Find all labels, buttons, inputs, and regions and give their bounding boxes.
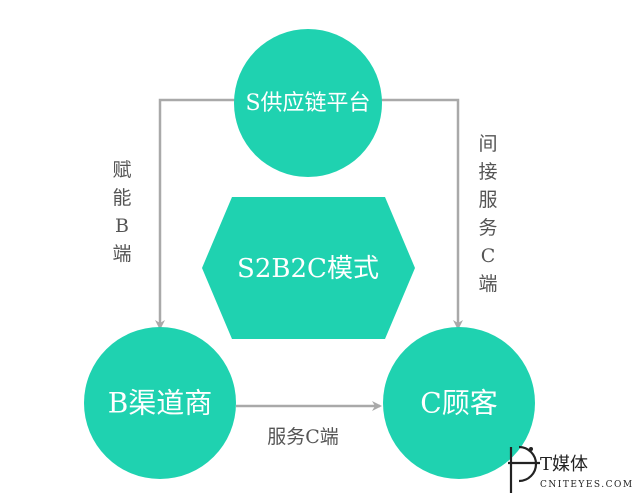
edge-label-s-to-b-char: 能 — [112, 187, 131, 209]
edge-label-s-to-b: 赋 能 B 端 — [112, 159, 131, 265]
node-model-label: S2B2C模式 — [237, 254, 379, 284]
edge-label-b-to-c: 服务C端 — [267, 426, 339, 448]
node-c-customer-label: C顾客 — [420, 387, 497, 420]
edge-label-s-to-b-char: 端 — [112, 243, 131, 265]
edge-label-s-to-c-char: 接 — [478, 161, 497, 183]
edge-label-s-to-c-char: 端 — [478, 273, 497, 295]
edge-label-s-to-c: 间 接 服 务 C 端 — [478, 133, 497, 295]
node-b-channel — [84, 327, 236, 479]
node-s-platform — [234, 29, 382, 177]
node-c-customer — [383, 327, 535, 479]
logo-main-text: T媒体 — [540, 454, 588, 475]
edge-label-s-to-c-char: 服 — [478, 189, 497, 211]
logo-mark-icon — [508, 445, 540, 493]
edge-label-s-to-c-char: 务 — [478, 217, 497, 239]
edge-label-s-to-c-char: C — [481, 245, 496, 267]
node-s-platform-label: S供应链平台 — [245, 91, 370, 116]
edge-label-s-to-b-char: 赋 — [112, 159, 131, 181]
node-model-hexagon — [202, 197, 415, 339]
connector-s-to-b — [155, 98, 236, 330]
edge-label-s-to-b-char: B — [115, 215, 129, 237]
tmt-logo: T媒体 CNITEYES.COM — [508, 445, 633, 493]
edge-label-s-to-c-char: 间 — [478, 133, 497, 155]
logo-sub-text: CNITEYES.COM — [540, 480, 633, 490]
connector-s-to-c — [380, 98, 463, 330]
node-b-channel-label: B渠道商 — [108, 387, 213, 420]
